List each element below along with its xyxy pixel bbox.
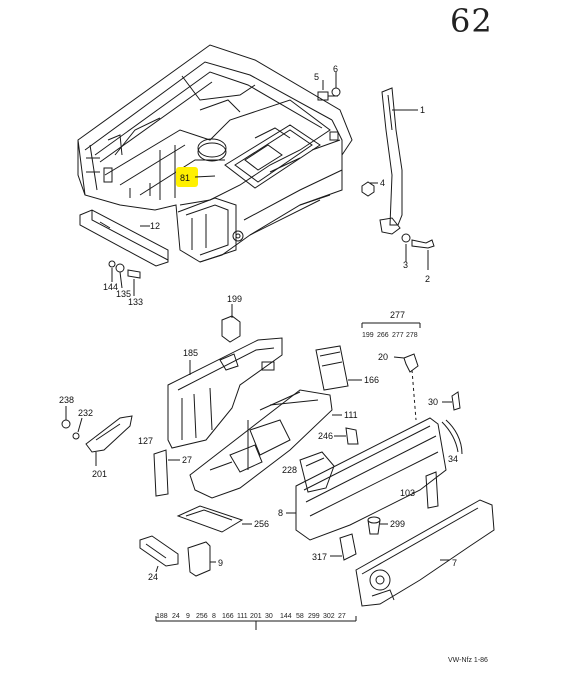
- footer-188: 188: [156, 613, 168, 620]
- footer-24: 24: [172, 613, 180, 620]
- highlight-part-81: [176, 167, 198, 187]
- part-34: [442, 420, 462, 454]
- label-2: 2: [425, 274, 430, 284]
- label-7: 7: [452, 558, 457, 568]
- footer-256: 256: [196, 613, 208, 620]
- label-1: 1: [420, 105, 425, 115]
- part-20: [394, 354, 418, 420]
- label-20: 20: [378, 352, 388, 362]
- label-6: 6: [333, 64, 338, 74]
- label-246: 246: [318, 431, 333, 441]
- label-277-group: 277: [390, 310, 405, 320]
- part-9: [188, 542, 216, 576]
- label-144: 144: [103, 282, 118, 292]
- bracket-24: [140, 536, 178, 572]
- label-256: 256: [254, 519, 269, 529]
- panel-166: [316, 346, 362, 390]
- label-201: 201: [92, 469, 107, 479]
- label-232: 232: [78, 408, 93, 418]
- label-27: 27: [182, 455, 192, 465]
- leader-81: [195, 176, 215, 177]
- footer-58: 58: [296, 613, 304, 620]
- label-238: 238: [59, 395, 74, 405]
- rear-quarter-panel-7: [356, 500, 494, 606]
- floor-pan-111: [190, 390, 342, 498]
- part-103: [426, 472, 438, 508]
- footer-299: 299: [308, 613, 320, 620]
- label-111: 111: [344, 410, 358, 420]
- body-shell-assembly: [78, 45, 352, 262]
- label-228: 228: [282, 465, 297, 475]
- bolt-2-washer-3: [402, 234, 434, 270]
- footer-30: 30: [265, 613, 273, 620]
- side-panel-8: [286, 418, 446, 540]
- footer-9: 9: [186, 613, 190, 620]
- label-166: 166: [364, 375, 379, 385]
- footer-302: 302: [323, 613, 335, 620]
- label-199-b: 199: [362, 332, 374, 339]
- label-30: 30: [428, 397, 438, 407]
- bracket-228: [300, 452, 334, 492]
- fasteners-238-232: [62, 406, 82, 439]
- group-277-bracket: [362, 323, 420, 328]
- label-185: 185: [183, 348, 198, 358]
- label-4: 4: [380, 178, 385, 188]
- rail-part-12: [80, 210, 168, 266]
- footer-111: 111: [237, 613, 248, 620]
- label-8: 8: [278, 508, 283, 518]
- label-277-b: 277: [392, 332, 404, 339]
- label-317: 317: [312, 552, 327, 562]
- label-103: 103: [400, 488, 415, 498]
- label-266: 266: [377, 332, 389, 339]
- part-299: [368, 517, 388, 534]
- part-256: [178, 506, 252, 532]
- part-246: [334, 428, 358, 444]
- footer-166: 166: [222, 613, 234, 620]
- bracket-199: [222, 304, 240, 342]
- part-30: [442, 392, 460, 410]
- page-reference: VW-Nfz 1-86: [448, 657, 488, 664]
- footer-144: 144: [280, 613, 292, 620]
- bracket-201: [86, 416, 132, 466]
- label-9: 9: [218, 558, 223, 568]
- label-299: 299: [390, 519, 405, 529]
- label-278: 278: [406, 332, 418, 339]
- inner-side-panel: [168, 338, 282, 448]
- footer-bracket: [156, 616, 356, 630]
- label-34: 34: [448, 454, 458, 464]
- footer-27: 27: [338, 613, 346, 620]
- label-199: 199: [227, 294, 242, 304]
- label-3: 3: [403, 260, 408, 270]
- label-135: 135: [116, 289, 131, 299]
- nut-4: [362, 182, 374, 196]
- footer-8: 8: [212, 613, 216, 620]
- label-5: 5: [314, 72, 319, 82]
- part-317: [330, 534, 356, 560]
- page-number: 62: [450, 2, 493, 40]
- label-12: 12: [150, 221, 160, 231]
- panel-27: [154, 450, 180, 496]
- label-81: 81: [180, 173, 190, 183]
- fasteners-144-135-133: [109, 261, 140, 296]
- label-24: 24: [148, 572, 158, 582]
- label-127: 127: [138, 436, 153, 446]
- footer-201: 201: [250, 613, 262, 620]
- label-133: 133: [128, 297, 143, 307]
- bolt-5-6: [318, 72, 340, 100]
- pillar-part-1: [380, 88, 418, 234]
